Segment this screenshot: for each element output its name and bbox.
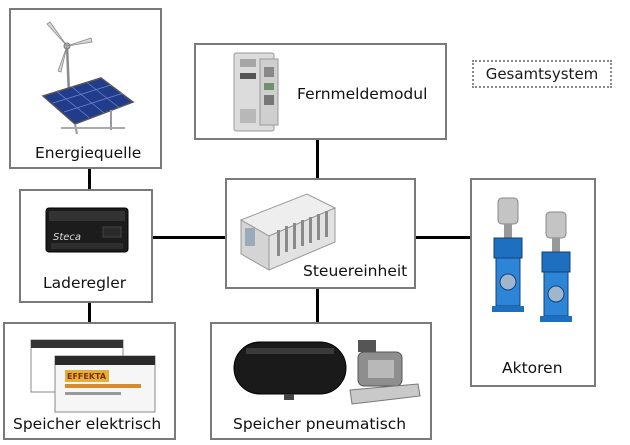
edge-fernmeldemodul-steuereinheit	[316, 140, 319, 180]
label-fernmeldemodul: Fernmeldemodul	[297, 85, 428, 103]
edge-steuereinheit-aktoren	[415, 236, 472, 239]
battery-icon: EFFEKTA	[30, 339, 156, 413]
node-energiequelle: Energiequelle	[9, 8, 162, 169]
label-energiequelle: Energiequelle	[35, 144, 142, 162]
compressed-air-tank-icon	[233, 340, 421, 405]
laderegler-brand: Steca	[53, 232, 81, 243]
node-speicher-elektrisch: EFFEKTA Speicher elektrisch	[3, 322, 176, 440]
control-unit-icon	[239, 193, 337, 271]
label-speicher-elektrisch: Speicher elektrisch	[13, 415, 162, 433]
node-speicher-pneumatisch: Speicher pneumatisch	[210, 322, 432, 440]
node-fernmeldemodul: Fernmeldemodul	[194, 43, 447, 140]
edge-energiequelle-laderegler	[88, 168, 91, 190]
node-aktoren: Aktoren	[470, 178, 596, 387]
battery-brand: EFFEKTA	[67, 372, 107, 381]
wind-solar-icon	[41, 21, 135, 135]
label-speicher-pneumatisch: Speicher pneumatisch	[233, 415, 407, 433]
valve-actuator-icon	[492, 197, 572, 322]
label-laderegler: Laderegler	[43, 274, 127, 292]
label-aktoren: Aktoren	[502, 359, 563, 377]
edge-laderegler-steuereinheit	[152, 236, 226, 239]
telemetry-module-icon	[233, 52, 279, 132]
edge-steuereinheit-speicher-pneumatisch	[316, 288, 319, 323]
charge-controller-icon: Steca	[45, 207, 129, 253]
label-steuereinheit: Steuereinheit	[303, 262, 408, 280]
edge-laderegler-speicher-elektrisch	[88, 301, 91, 323]
node-laderegler: Steca Laderegler	[19, 189, 153, 303]
legend-gesamtsystem: Gesamtsystem	[472, 60, 612, 88]
node-steuereinheit: Steuereinheit	[225, 178, 416, 289]
